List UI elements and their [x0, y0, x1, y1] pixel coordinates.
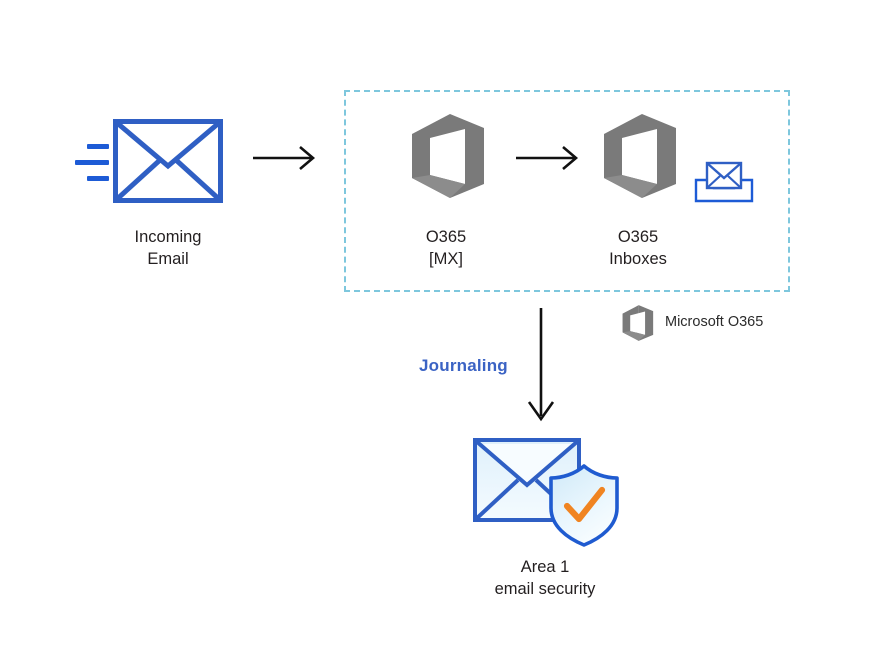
envelope-icon: [113, 119, 223, 203]
office-365-icon: [598, 112, 678, 200]
arrow-down-icon: [524, 306, 564, 424]
incoming-email-label: Incoming Email: [134, 228, 202, 268]
inbox-tray-envelope-icon: [694, 158, 754, 204]
speed-line-top: [87, 144, 109, 149]
legend-label: Microsoft O365: [665, 314, 764, 330]
office-365-icon: [406, 112, 486, 200]
arrow-right-icon: [253, 143, 319, 173]
o365-mx-label: O365 [MX]: [425, 228, 467, 268]
speed-line-bottom: [87, 176, 109, 181]
journaling-label: Journaling: [419, 356, 508, 375]
area1-label: Area 1 email security: [494, 558, 596, 598]
envelope-shield-check-icon: [472, 437, 628, 547]
arrow-right-icon: [516, 143, 582, 173]
microsoft-o365-boundary: [344, 90, 790, 292]
legend-office-365-icon: [620, 304, 654, 342]
speed-line-middle: [75, 160, 109, 165]
o365-inboxes-label: O365 Inboxes: [609, 228, 667, 268]
